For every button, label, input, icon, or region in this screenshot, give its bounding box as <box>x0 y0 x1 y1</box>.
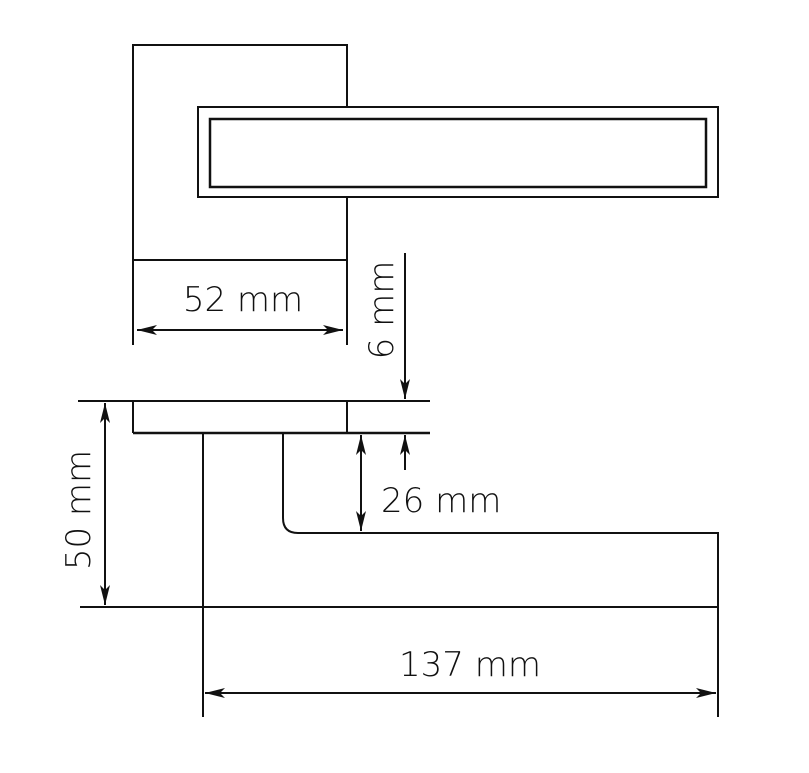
dim-label-50: 50 mm <box>59 450 99 570</box>
top-rose-outline <box>132 44 348 345</box>
dim-label-26: 26 mm <box>381 481 501 521</box>
top-lever-inner <box>208 117 708 189</box>
dimension-137mm: 137 mm <box>205 645 716 698</box>
side-view <box>78 400 719 717</box>
dimension-6mm: 6 mm <box>362 253 410 470</box>
dimension-50mm: 50 mm <box>59 403 110 605</box>
top-lever-outer <box>197 106 719 198</box>
dim-label-6: 6 mm <box>362 261 402 360</box>
dim-label-52: 52 mm <box>183 280 303 320</box>
dimension-26mm: 26 mm <box>356 435 501 531</box>
dim-label-137: 137 mm <box>399 645 541 685</box>
top-view <box>132 44 719 345</box>
lever-profile <box>282 433 719 717</box>
dimension-52mm: 52 mm <box>137 280 343 335</box>
